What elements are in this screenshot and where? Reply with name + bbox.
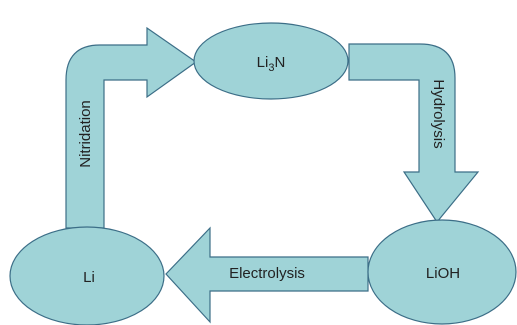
li3n-suffix: N xyxy=(274,54,285,71)
nitridation-label: Nitridation xyxy=(77,100,94,168)
li3n-node xyxy=(193,22,349,100)
nitridation-arrow xyxy=(65,26,198,229)
li3n-subscript: 3 xyxy=(268,62,274,74)
hydrolysis-arrow xyxy=(348,43,480,224)
electrolysis-label: Electrolysis xyxy=(229,265,305,282)
electrolysis-arrow xyxy=(165,226,369,324)
li-node xyxy=(9,226,165,325)
li3n-label: Li3N xyxy=(257,54,286,74)
li-label: Li xyxy=(83,269,95,286)
lioh-label: LiOH xyxy=(426,265,460,282)
hydrolysis-label: Hydrolysis xyxy=(430,79,447,148)
li3n-base: Li xyxy=(257,54,269,71)
lioh-node xyxy=(367,219,517,325)
